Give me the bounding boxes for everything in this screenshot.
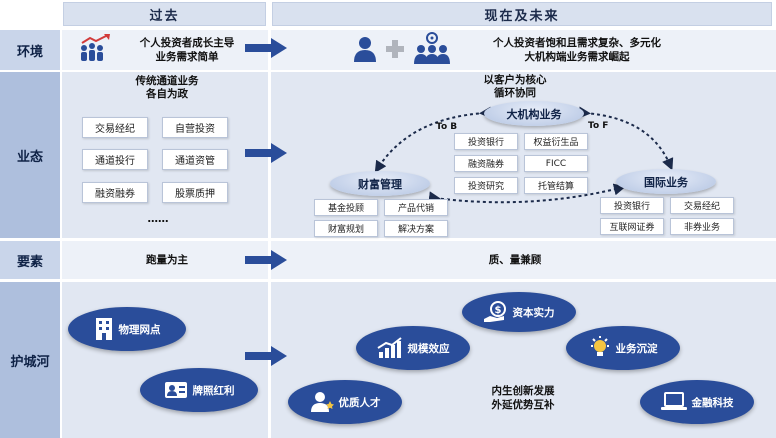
- institutional-item: 权益衍生品: [524, 133, 588, 150]
- moat-center-line2: 外延优势互补: [491, 399, 555, 411]
- cycle-arrows: [374, 106, 674, 204]
- international-item: 非券业务: [670, 218, 734, 235]
- elements-band: [62, 241, 776, 279]
- biz-past-title2: 各自为政: [146, 88, 188, 100]
- biz-past-title1: 传统通道业务: [135, 75, 199, 87]
- wealth-item: 产品代销: [384, 199, 448, 216]
- row-label-environment: 环境: [0, 30, 60, 70]
- past-business-box: 股票质押: [162, 182, 228, 203]
- plus-icon: [386, 40, 404, 58]
- laptop-icon: [660, 392, 687, 410]
- moat-label: 牌照红利: [192, 384, 235, 397]
- moat-center-line1: 内生创新发展: [491, 385, 555, 397]
- growth-chart-icon: [376, 337, 402, 358]
- moat-future-pill: 优质人才: [288, 380, 402, 424]
- past-business-box: 交易经纪: [82, 117, 148, 138]
- international-item: 投资银行: [600, 197, 664, 214]
- header-future: 现在及未来: [272, 2, 772, 26]
- biz-future-title1: 以客户为核心: [483, 74, 547, 86]
- env-past-line2: 业务需求简单: [155, 51, 219, 63]
- moat-label: 金融科技: [691, 396, 734, 409]
- moat-past-pill: 物理网点: [68, 307, 186, 351]
- row-label-elements: 要素: [0, 241, 60, 279]
- wealth-item: 基金投顾: [314, 199, 378, 216]
- institutional-business-node: 大机构业务: [484, 101, 584, 126]
- institutional-item: FICC: [524, 155, 588, 172]
- arrow-icon: [245, 346, 287, 366]
- past-business-box: 融资融券: [82, 182, 148, 203]
- column-divider: [268, 30, 271, 438]
- moat-past-pill: 牌照红利: [140, 368, 258, 412]
- moat-label: 规模效应: [407, 342, 450, 355]
- arrow-icon: [245, 38, 287, 58]
- wealth-item: 财富规划: [314, 220, 378, 237]
- arrow-icon: [245, 250, 287, 270]
- arrow-icon: [245, 143, 287, 163]
- moat-label: 物理网点: [118, 323, 161, 336]
- env-past-line1: 个人投资者成长主导: [139, 37, 235, 49]
- building-icon: [95, 318, 112, 340]
- license-card-icon: [164, 382, 187, 398]
- moat-future-pill: $ 资本实力: [462, 292, 576, 332]
- moat-label: 资本实力: [512, 306, 555, 319]
- lightbulb-icon: [590, 336, 609, 356]
- wealth-management-node: 财富管理: [330, 171, 430, 196]
- international-item: 互联网证券: [600, 218, 664, 235]
- international-business-node: 国际业务: [616, 169, 716, 194]
- past-business-box: 通道投行: [82, 149, 148, 170]
- elements-future: 质、量兼顾: [488, 254, 542, 266]
- header-past: 过去: [63, 2, 266, 26]
- moat-future-pill: 金融科技: [640, 380, 754, 424]
- moat-label: 优质人才: [338, 396, 381, 409]
- institutional-item: 融资融券: [454, 155, 518, 172]
- group-icon: [414, 32, 450, 64]
- institutional-item: 投资银行: [454, 133, 518, 150]
- crowd-growth-icon: [81, 34, 110, 61]
- moat-label: 业务沉淀: [615, 342, 658, 355]
- moat-future-pill: 规模效应: [356, 326, 470, 370]
- to-f-label: To F: [588, 121, 609, 131]
- institutional-item: 投资研究: [454, 177, 518, 194]
- money-hand-icon: $: [483, 301, 506, 322]
- biz-future-title2: 循环协同: [494, 87, 536, 99]
- elements-past: 跑量为主: [146, 254, 188, 266]
- wealth-item: 解决方案: [384, 220, 448, 237]
- past-business-box: 通道资管: [162, 149, 228, 170]
- to-b-label: To B: [436, 122, 458, 132]
- row-label-business: 业态: [0, 72, 60, 238]
- row-label-moat: 护城河: [0, 282, 60, 438]
- env-future-line1: 个人投资者饱和且需求复杂、多元化: [493, 37, 661, 49]
- moat-future-pill: 业务沉淀: [566, 326, 680, 370]
- svg-text:$: $: [494, 305, 501, 316]
- international-item: 交易经纪: [670, 197, 734, 214]
- past-more-ellipsis: ……: [147, 213, 169, 225]
- env-future-line2: 大机构端业务需求崛起: [524, 51, 630, 63]
- person-icon: [354, 37, 376, 62]
- talent-icon: [310, 392, 334, 412]
- past-business-box: 自营投资: [162, 117, 228, 138]
- institutional-item: 托管结算: [524, 177, 588, 194]
